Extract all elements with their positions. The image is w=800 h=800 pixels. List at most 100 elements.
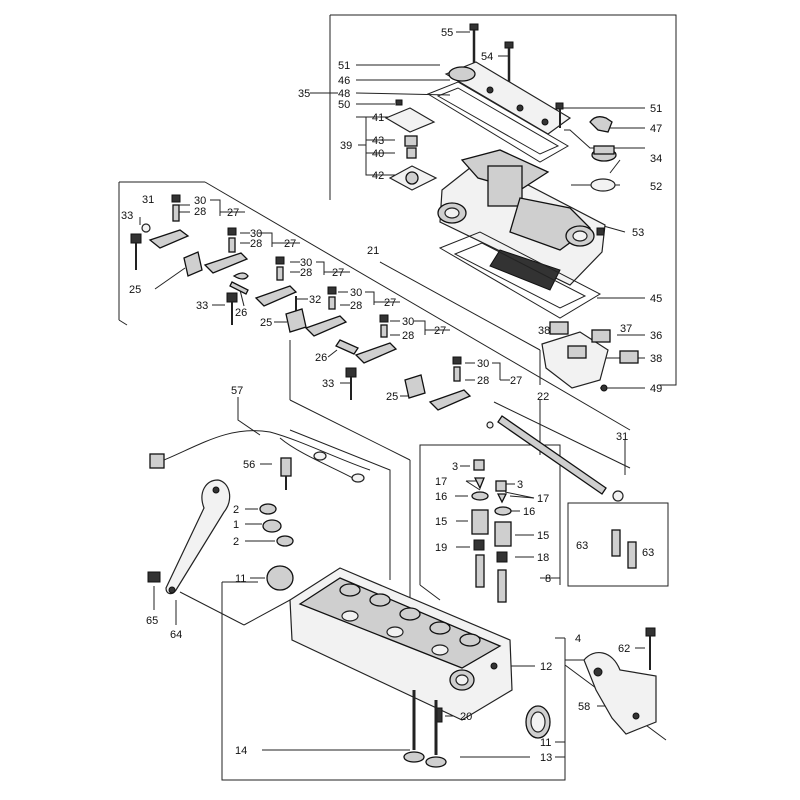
callout-31-right: 31: [616, 431, 628, 443]
callout-19: 19: [435, 542, 447, 554]
callout-17-left: 17: [435, 476, 447, 488]
valve-springs-group: [471, 459, 512, 603]
callout-15-right: 15: [537, 530, 549, 542]
callout-64: 64: [170, 629, 182, 641]
callout-26-a: 26: [235, 307, 247, 319]
callout-26-b: 26: [315, 352, 327, 364]
callout-46: 46: [338, 75, 350, 87]
callout-20: 20: [460, 711, 472, 723]
callout-42: 42: [372, 170, 384, 182]
callout-30-e: 30: [402, 316, 414, 328]
callout-30-b: 30: [250, 228, 262, 240]
callout-30-c: 30: [300, 257, 312, 269]
plug-11: [266, 565, 294, 591]
callout-16-left: 16: [435, 491, 447, 503]
callout-28-a: 28: [194, 206, 206, 218]
callout-3-left: 3: [452, 461, 458, 473]
bracket-58: [583, 652, 657, 735]
callout-58: 58: [578, 701, 590, 713]
callout-30-f: 30: [477, 358, 489, 370]
callout-28-b: 28: [250, 238, 262, 250]
callout-45: 45: [650, 293, 662, 305]
head-cover-plate-46: [444, 61, 572, 135]
callout-8: 8: [545, 573, 551, 585]
callout-16-right: 16: [523, 506, 535, 518]
callout-22: 22: [537, 391, 549, 403]
callout-4: 4: [575, 633, 581, 645]
callout-1: 1: [233, 519, 239, 531]
seals-1-2: [259, 503, 294, 547]
callout-15-left: 15: [435, 516, 447, 528]
callout-2-bottom: 2: [233, 536, 239, 548]
callout-3-right: 3: [517, 479, 523, 491]
bolt-51-right: [555, 102, 564, 128]
callout-62: 62: [618, 643, 630, 655]
bolt-62: [645, 627, 656, 670]
callout-55: 55: [441, 27, 453, 39]
bolt-55: [469, 23, 479, 68]
callout-11-right: 11: [540, 737, 551, 749]
callout-2-top: 2: [233, 504, 239, 516]
elbow-47: [589, 116, 613, 133]
callout-36: 36: [650, 330, 662, 342]
rocker-shaft-22: [486, 415, 624, 502]
callout-25-b: 25: [260, 317, 272, 329]
callout-43: 43: [372, 135, 384, 147]
callout-27-d: 27: [384, 297, 396, 309]
callout-53: 53: [632, 227, 644, 239]
cylinder-head-4: [289, 567, 513, 721]
rocker-arm-group: [130, 194, 472, 411]
callout-17-right: 17: [537, 493, 549, 505]
callout-28-e: 28: [402, 330, 414, 342]
callout-57: 57: [231, 385, 243, 397]
baffle-plate-36: [541, 321, 639, 392]
callout-34: 34: [650, 153, 662, 165]
callout-50: 50: [338, 99, 350, 111]
callout-52: 52: [650, 181, 662, 193]
breather-assembly-39: [384, 99, 438, 191]
callout-27-c: 27: [332, 267, 344, 279]
cover-gasket-45: [438, 231, 602, 319]
callout-21: 21: [367, 245, 379, 257]
callout-33-c: 33: [322, 378, 334, 390]
gasket-52: [590, 178, 616, 192]
lifting-bracket-64: [165, 479, 231, 595]
callout-38-left: 38: [538, 325, 550, 337]
bolt-53: [596, 227, 605, 236]
valve-guides-63: [611, 529, 637, 569]
callout-12: 12: [540, 661, 552, 673]
callout-51: 51: [338, 60, 350, 72]
callout-32: 32: [309, 294, 321, 306]
callout-39: 39: [340, 140, 352, 152]
glow-plug-56: [280, 457, 292, 490]
callout-28-d: 28: [350, 300, 362, 312]
callout-11-left: 11: [235, 573, 246, 585]
callout-49: 49: [650, 383, 662, 395]
callout-27-a: 27: [227, 207, 239, 219]
callout-40: 40: [372, 148, 384, 160]
callout-27-e: 27: [434, 325, 446, 337]
callout-56: 56: [243, 459, 255, 471]
bolt-65: [147, 571, 161, 583]
callout-41: 41: [372, 112, 384, 124]
oil-filler-cap-34: [591, 145, 617, 162]
callout-30-d: 30: [350, 287, 362, 299]
callout-47: 47: [650, 123, 662, 135]
bolt-54: [504, 41, 514, 85]
callout-51-right: 51: [650, 103, 662, 115]
seal-11: [525, 705, 551, 739]
callout-14: 14: [235, 745, 247, 757]
callout-27-b: 27: [284, 238, 296, 250]
callout-13: 13: [540, 752, 552, 764]
callout-33-b: 33: [196, 300, 208, 312]
callout-33-a: 33: [121, 210, 133, 222]
callout-35: 35: [298, 88, 310, 100]
callout-25-a: 25: [129, 284, 141, 296]
callout-63-left: 63: [576, 540, 588, 552]
callout-28-c: 28: [300, 267, 312, 279]
glow-plug-harness-57: [149, 430, 371, 483]
callout-27-f: 27: [510, 375, 522, 387]
callout-31-left: 31: [142, 194, 154, 206]
